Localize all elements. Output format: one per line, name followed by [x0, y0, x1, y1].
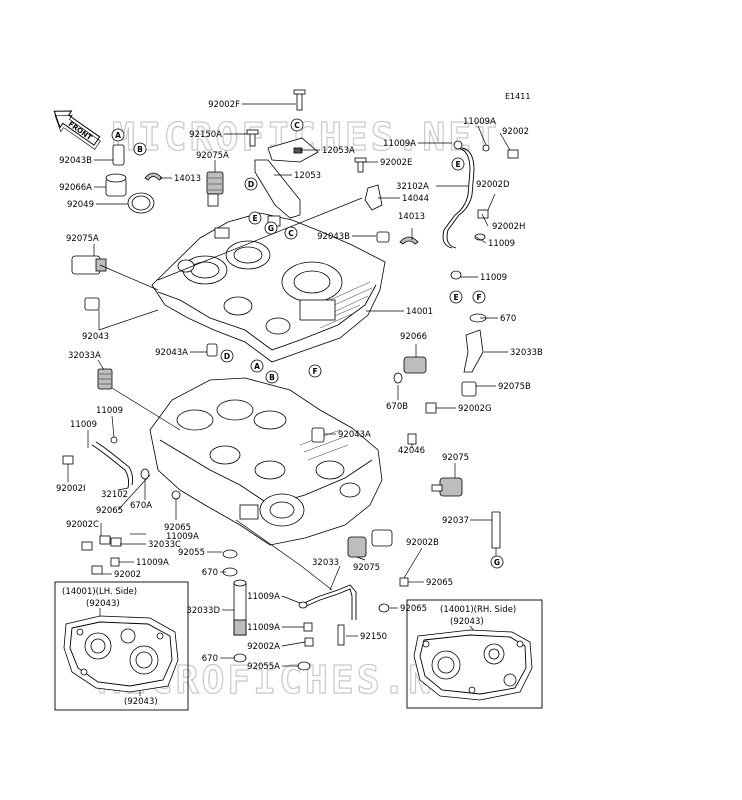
ref-letter-g: G	[268, 224, 274, 233]
ref-letter-e: E	[453, 293, 458, 302]
part-label: 32033	[312, 558, 339, 568]
part-label: 670A	[130, 501, 152, 511]
part-label: 11009A	[136, 558, 169, 568]
inset-lh-side: (14001)(LH. Side) (92043) (92043)	[54, 581, 189, 711]
part-label: 92043A	[155, 348, 188, 358]
ref-letter-e: E	[252, 214, 257, 223]
part-label: 11009	[70, 420, 97, 430]
part-label: 92002G	[458, 404, 492, 414]
ref-letter-c: C	[288, 229, 294, 238]
part-label: 14044	[402, 194, 429, 204]
brackets-top	[246, 89, 419, 245]
part-label: 92002	[114, 570, 141, 580]
part-label: 92002C	[66, 520, 99, 530]
part-label: 32102A	[396, 182, 429, 192]
part-label: 12053	[294, 171, 321, 181]
part-label: 92002D	[476, 180, 510, 190]
part-label: 92066	[400, 332, 427, 342]
lower-crankcase	[149, 377, 383, 546]
part-label: 32033C	[148, 540, 181, 550]
part-label: 92002H	[492, 222, 525, 232]
part-label: 670B	[386, 402, 408, 412]
part-label: 12053A	[322, 146, 355, 156]
part-label: 92043A	[338, 430, 371, 440]
part-label: 92043	[82, 332, 109, 342]
ref-letter-d: D	[248, 180, 254, 189]
part-label: 92002F	[208, 100, 240, 110]
part-label: 92150	[360, 632, 387, 642]
part-label: 92065	[426, 578, 453, 588]
ref-letter-b: B	[269, 373, 275, 382]
inset-lh-title: (14001)(LH. Side)	[62, 587, 137, 597]
part-label: 32033B	[510, 348, 543, 358]
part-label: 14013	[174, 174, 201, 184]
part-label: 92002A	[247, 642, 280, 652]
part-label: 92055A	[247, 662, 280, 672]
part-label: 92075	[442, 453, 469, 463]
part-label: 670	[202, 568, 218, 578]
part-label: 92002	[502, 127, 529, 137]
inset-lh-part-top: (92043)	[86, 599, 120, 609]
part-label: 92002B	[406, 538, 439, 548]
front-arrow-icon: FRONT	[53, 110, 101, 150]
part-label: 92065	[96, 506, 123, 516]
part-label: 11009A	[166, 532, 199, 542]
part-label: 92002E	[380, 158, 412, 168]
ref-letter-e: E	[455, 160, 460, 169]
part-label: 92075	[353, 563, 380, 573]
ref-letter-c: C	[294, 121, 300, 130]
diagram-code: E1411	[505, 92, 530, 101]
part-labels: 92002F 92150A 12053A 92043B 14013 92066A…	[56, 100, 543, 672]
ref-letter-f: F	[476, 293, 481, 302]
inset-rh-title: (14001)(RH. Side)	[440, 605, 516, 615]
ref-letter-a: A	[115, 131, 121, 140]
part-label: 42046	[398, 446, 425, 456]
part-label: 11009A	[463, 117, 496, 127]
ref-letter-g: G	[494, 558, 500, 567]
part-label: 32033D	[186, 606, 220, 616]
part-label: 92043B	[59, 156, 92, 166]
part-label: 670	[202, 654, 218, 664]
part-label: 92002I	[56, 484, 86, 494]
inset-rh-side: (14001)(RH. Side) (92043)	[406, 599, 543, 709]
part-label: 11009	[96, 406, 123, 416]
reference-letters: A B C D E E G C E F D A B F G	[111, 118, 504, 569]
part-label: 11009	[480, 273, 507, 283]
part-label: 92055	[178, 548, 205, 558]
ref-letter-f: F	[312, 367, 317, 376]
part-label: 92049	[67, 200, 94, 210]
part-label: 32102	[101, 490, 128, 500]
part-label: 92065	[400, 604, 427, 614]
ref-letter-a: A	[254, 362, 260, 371]
ref-letter-b: B	[137, 145, 143, 154]
part-label: 92066A	[59, 183, 92, 193]
part-label: 11009	[488, 239, 515, 249]
part-label: 92150A	[189, 130, 222, 140]
part-label: 670	[500, 314, 516, 324]
part-label: 92043B	[317, 232, 350, 242]
part-label: 32033A	[68, 351, 101, 361]
part-label: 14013	[398, 212, 425, 222]
part-label: 92037	[442, 516, 469, 526]
part-label: 11009A	[383, 139, 416, 149]
small-parts-top-left	[71, 144, 224, 390]
inset-rh-part-top: (92043)	[450, 617, 484, 627]
part-label: 11009A	[247, 592, 280, 602]
part-label: 92075A	[66, 234, 99, 244]
inset-lh-part-bottom: (92043)	[124, 697, 158, 707]
part-label: 11009A	[247, 623, 280, 633]
part-label: 92065	[164, 523, 191, 533]
leader-lines	[67, 103, 511, 667]
ref-letter-d: D	[224, 352, 230, 361]
part-label: 92075B	[498, 382, 531, 392]
oil-pipes-right	[311, 140, 519, 558]
part-label: 14001	[406, 307, 433, 317]
part-label: 92075A	[196, 151, 229, 161]
